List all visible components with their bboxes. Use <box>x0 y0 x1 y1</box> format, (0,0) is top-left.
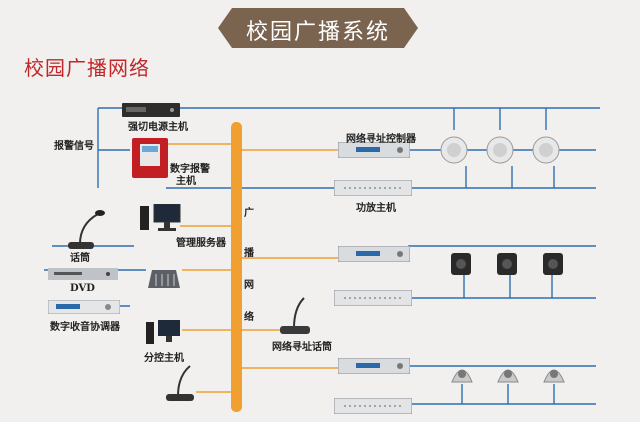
mixer-icon <box>148 270 180 288</box>
digital-alarm-label: 数字报警 <box>170 164 210 175</box>
dvd-player-icon <box>48 268 118 280</box>
computer-icon <box>140 204 181 231</box>
horn-speaker-icon <box>451 369 473 383</box>
section-subtitle: 校园广播网络 <box>24 56 150 80</box>
wall-speaker-icon <box>451 253 471 275</box>
amplifier-unit-3 <box>334 398 412 414</box>
amplifier-unit-2 <box>334 290 412 306</box>
sub-control-computer-icon <box>146 320 180 344</box>
bus-char-4: 络 <box>244 312 254 323</box>
bus-char-3: 网 <box>244 280 254 291</box>
alarm-signal-label: 报警信号 <box>54 141 94 152</box>
title-banner: 校园广播系统 <box>218 8 418 48</box>
horn-speaker-icon <box>543 369 565 383</box>
power-host-label: 强切电源主机 <box>128 122 188 133</box>
amplifier-unit-1 <box>334 180 412 196</box>
alarm-panel-icon <box>132 138 168 178</box>
ceiling-speaker-icon <box>486 136 514 164</box>
bus-char-2: 播 <box>244 248 254 259</box>
digital-alarm-label-2: 主机 <box>176 176 196 187</box>
management-server-label: 管理服务器 <box>176 238 226 249</box>
wall-speaker-icon <box>497 253 517 275</box>
gooseneck-mic-icon <box>68 210 105 249</box>
amplifier-label: 功放主机 <box>356 203 396 214</box>
wall-speaker-icon <box>543 253 563 275</box>
horn-speaker-icon <box>497 369 519 383</box>
tuner-label: 数字收音协调器 <box>50 322 120 333</box>
net-controller-label: 网络寻址控制器 <box>346 134 416 145</box>
ceiling-speaker-icon <box>532 136 560 164</box>
tuner-device-icon <box>48 300 120 314</box>
dvd-label: DVD <box>70 283 95 294</box>
net-controller-unit-1 <box>338 142 410 158</box>
ceiling-speaker-icon <box>440 136 468 164</box>
net-paging-mic-icon <box>280 297 310 334</box>
net-controller-unit-2 <box>338 246 410 262</box>
net-paging-mic-label: 网络寻址话筒 <box>272 342 332 353</box>
microphone-label: 话筒 <box>70 253 90 264</box>
page-title: 校园广播系统 <box>245 20 390 45</box>
sub-control-mic-icon <box>166 365 194 401</box>
rack-unit-icon <box>122 103 180 117</box>
sub-control-label: 分控主机 <box>144 353 184 364</box>
bus-char-1: 广 <box>244 208 254 219</box>
net-controller-unit-3 <box>338 358 410 374</box>
broadcast-network-bus <box>231 122 242 412</box>
